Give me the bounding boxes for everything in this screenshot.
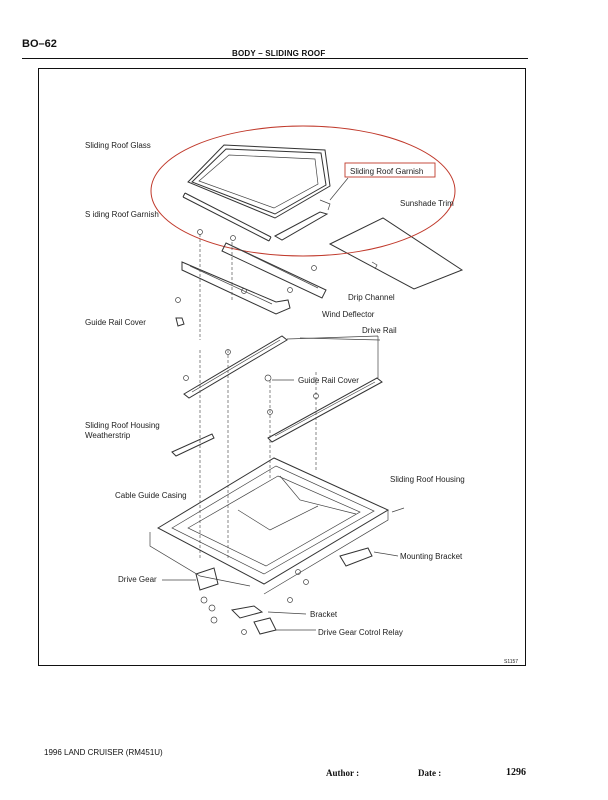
label-housing-weatherstrip-2: Weatherstrip bbox=[85, 431, 131, 440]
label-sliding-roof-housing: Sliding Roof Housing bbox=[390, 475, 465, 484]
drive-rail-part bbox=[183, 335, 383, 560]
label-drive-gear: Drive Gear bbox=[118, 575, 157, 584]
highlight-ellipse bbox=[150, 125, 456, 257]
footer-model: 1996 LAND CRUISER (RM451U) bbox=[44, 748, 163, 757]
mounting-bracket-part bbox=[339, 547, 373, 567]
footer-date-label: Date : bbox=[418, 768, 442, 778]
section-code: BO–62 bbox=[22, 38, 57, 50]
drive-gear-part bbox=[195, 567, 309, 624]
page-title: BODY – SLIDING ROOF bbox=[232, 49, 326, 58]
footer-page-number: 1296 bbox=[506, 767, 526, 778]
garnish-strips-part bbox=[182, 192, 331, 242]
label-bracket: Bracket bbox=[310, 610, 338, 619]
bracket-relay-part bbox=[230, 605, 277, 635]
screws-top bbox=[175, 229, 317, 303]
diagram-frame bbox=[38, 68, 526, 666]
label-sliding-roof-garnish: S iding Roof Garnish bbox=[85, 210, 159, 219]
label-drive-gear-control-relay: Drive Gear Cotrol Relay bbox=[318, 628, 403, 637]
leader-lines bbox=[162, 177, 399, 631]
weatherstrip-part bbox=[171, 433, 215, 457]
footer-author-label: Author : bbox=[326, 768, 360, 778]
label-sunshade-trim: Sunshade Trim bbox=[400, 199, 454, 208]
label-sliding-roof-garnish-boxed: Sliding Roof Garnish bbox=[350, 167, 423, 176]
sliding-roof-glass-part bbox=[187, 144, 331, 219]
figure-code: S1157 bbox=[504, 659, 518, 665]
label-drive-rail: Drive Rail bbox=[362, 326, 397, 335]
label-mounting-bracket: Mounting Bracket bbox=[400, 552, 463, 561]
highlight-label-box bbox=[344, 162, 436, 178]
label-housing-weatherstrip-1: Sliding Roof Housing bbox=[85, 421, 160, 430]
label-cable-guide-casing: Cable Guide Casing bbox=[115, 491, 187, 500]
label-guide-rail-cover-center: Guide Rail Cover bbox=[298, 376, 359, 385]
label-drip-channel: Drip Channel bbox=[348, 293, 395, 302]
drip-channel-part bbox=[181, 234, 327, 340]
guide-rail-cover-left-part bbox=[175, 317, 185, 327]
label-wind-deflector: Wind Deflector bbox=[322, 310, 375, 319]
label-guide-rail-cover-left: Guide Rail Cover bbox=[85, 318, 146, 327]
label-sliding-roof-glass: Sliding Roof Glass bbox=[85, 141, 151, 150]
header-rule bbox=[22, 58, 528, 59]
sliding-roof-housing-part bbox=[149, 457, 405, 595]
sunshade-trim-part bbox=[328, 217, 464, 290]
